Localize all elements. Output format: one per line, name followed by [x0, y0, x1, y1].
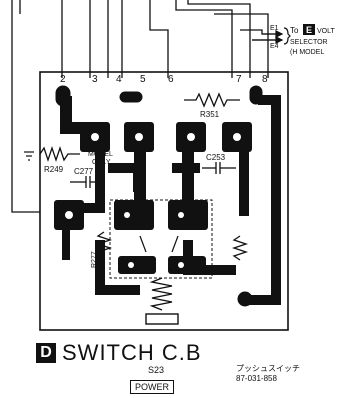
- part-note-name: プッシュスイッチ: [236, 364, 300, 373]
- resistor-r277: [95, 231, 113, 257]
- label-r277: R277: [91, 251, 98, 268]
- output-ref-letter: E: [306, 25, 312, 35]
- label-r249: R249: [44, 165, 64, 174]
- output-e4-label: E4: [270, 43, 279, 50]
- resistor-r249: [39, 145, 80, 163]
- terminal-4: 4: [116, 74, 122, 85]
- label-r351: R351: [200, 110, 220, 119]
- output-e1-label: E1: [270, 25, 279, 32]
- pad-holes: [65, 133, 241, 268]
- label-c253: C253: [206, 153, 226, 162]
- capacitor-c277: [70, 176, 104, 188]
- board-title: D SWITCH C.B: [36, 340, 202, 366]
- output-volt-label: VOLT: [317, 28, 335, 35]
- board-outline: [39, 71, 289, 331]
- label-c277: C277: [74, 167, 94, 176]
- ground-icon: [24, 151, 34, 161]
- board-title-text: SWITCH C.B: [62, 340, 202, 365]
- label-model-only: ONLY: [92, 159, 111, 166]
- switch-reference: S23: [148, 365, 165, 375]
- terminal-2: 2: [60, 74, 66, 85]
- component-pads: [54, 122, 252, 274]
- terminal-5: 5: [140, 74, 146, 85]
- power-switch-label: POWER: [130, 380, 175, 394]
- terminal-3: 3: [92, 74, 98, 85]
- output-selector-label: SELECTOR: [290, 39, 328, 46]
- switch-spring: [145, 277, 179, 325]
- copper-traces: [55, 85, 281, 307]
- label-model-note: MODEL: [88, 151, 113, 158]
- part-note-number: 87-031-858: [236, 374, 277, 383]
- switch-contacts: [139, 235, 179, 253]
- output-to-label: To: [290, 26, 299, 35]
- terminal-8: 8: [262, 74, 268, 85]
- resistor-r351: [184, 92, 240, 108]
- part-note: プッシュスイッチ 87-031-858: [236, 364, 300, 384]
- capacitor-c253: [202, 162, 236, 174]
- terminal-6: 6: [168, 74, 174, 85]
- output-arrows: [252, 27, 291, 45]
- resistor-right: [231, 235, 249, 261]
- terminal-7: 7: [236, 74, 242, 85]
- output-model-label: (H MODEL: [290, 49, 324, 56]
- ref-e-badge: [303, 24, 315, 35]
- board-letter-badge: D: [36, 343, 56, 363]
